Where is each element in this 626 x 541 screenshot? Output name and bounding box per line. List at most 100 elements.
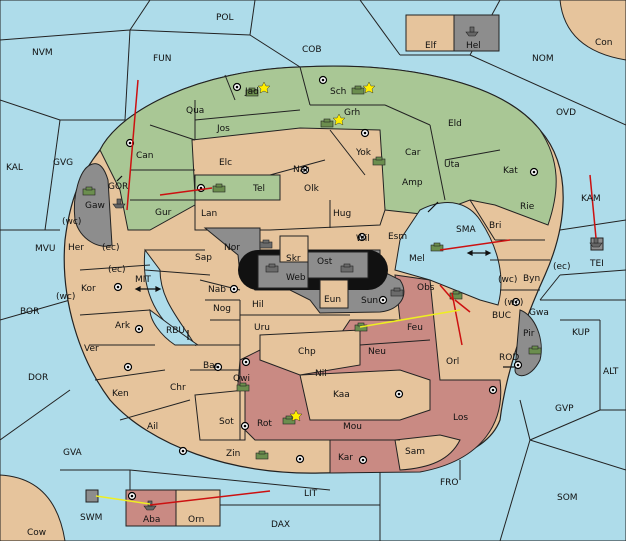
tank-icon[interactable] — [212, 183, 226, 193]
star-icon — [257, 81, 271, 94]
label-elf: Elf — [425, 41, 437, 51]
supply-centers — [113, 75, 539, 501]
label-coast-wc-4: (wc) — [504, 298, 523, 308]
label-cob: COB — [302, 45, 322, 55]
supply-center-icon — [213, 362, 223, 372]
supply-center-icon — [529, 167, 539, 177]
province-sma[interactable] — [394, 202, 502, 306]
tank-icon[interactable] — [265, 263, 279, 273]
tank-icon[interactable] — [82, 186, 96, 196]
label-sot: Sot — [219, 417, 234, 427]
ship-icon[interactable] — [465, 26, 479, 37]
tank-icon[interactable] — [236, 382, 250, 392]
label-nar: Nar — [293, 165, 309, 175]
tank-icon[interactable] — [320, 118, 334, 128]
province-orn[interactable] — [175, 489, 221, 527]
label-bri: Bri — [489, 221, 501, 231]
supply-center-icon — [318, 75, 328, 85]
label-buc: BUC — [492, 311, 511, 321]
supply-center-icon — [240, 421, 250, 431]
tank-icon[interactable] — [282, 415, 296, 425]
province-skr[interactable] — [279, 235, 309, 263]
province-eun[interactable] — [319, 279, 349, 309]
label-rie: Rie — [520, 202, 535, 212]
tank-icon[interactable] — [245, 87, 259, 97]
label-car: Car — [405, 148, 421, 158]
label-con: Con — [595, 38, 613, 48]
ship-icon[interactable] — [112, 198, 126, 209]
label-gaw: Gaw — [85, 201, 105, 211]
label-dor: DOR — [28, 373, 48, 383]
tank-icon[interactable] — [372, 156, 386, 166]
label-kar: Kar — [338, 453, 353, 463]
label-chr: Chr — [170, 383, 186, 393]
label-nab: Nab — [208, 285, 226, 295]
label-ost: Ost — [317, 257, 333, 267]
label-her: Her — [68, 243, 84, 253]
label-aba: Aba — [143, 515, 160, 525]
internal-borders — [79, 66, 550, 441]
label-neu: Neu — [368, 347, 386, 357]
label-nog: Nog — [213, 304, 231, 314]
label-obs: Obs — [417, 283, 435, 293]
label-olk: Olk — [304, 184, 320, 194]
tank-icon[interactable] — [340, 263, 354, 273]
label-sun: Sun — [361, 296, 378, 306]
province-gaw[interactable] — [73, 163, 113, 247]
label-mou: Mou — [343, 422, 362, 432]
province-elf[interactable] — [405, 14, 455, 52]
province-sot[interactable] — [194, 389, 246, 441]
orders — [95, 79, 597, 506]
supply-center-icon — [232, 82, 242, 92]
province-pir[interactable] — [514, 309, 542, 377]
label-wil: Wil — [356, 234, 370, 244]
province-rbu[interactable] — [149, 308, 200, 346]
supply-center-icon — [113, 282, 123, 292]
label-rbu: RBU — [166, 326, 185, 336]
label-lit: LIT — [304, 489, 318, 499]
connection-arrows — [116, 175, 515, 368]
label-tei: TEI — [589, 259, 604, 269]
label-fun: FUN — [153, 54, 172, 64]
label-eun: Eun — [324, 295, 341, 305]
label-qua: Qua — [186, 106, 204, 116]
label-orl: Orl — [446, 357, 459, 367]
tank-icon[interactable] — [528, 345, 542, 355]
supply-center-icon — [178, 446, 188, 456]
label-kaa: Kaa — [333, 390, 350, 400]
supply-center-icon — [357, 232, 367, 242]
supply-center-icon — [241, 357, 251, 367]
label-los: Los — [453, 413, 468, 423]
label-fro: FRO — [440, 478, 459, 488]
supply-center-icon — [125, 138, 135, 148]
label-swm: SWM — [80, 513, 102, 523]
supply-center-icon — [378, 295, 388, 305]
supply-center-icon — [123, 362, 133, 372]
tank-icon[interactable] — [259, 239, 273, 249]
province-tel[interactable] — [194, 174, 281, 201]
tank-icon[interactable] — [354, 322, 368, 332]
label-nom: NOM — [532, 54, 554, 64]
province-kaa[interactable] — [299, 369, 431, 421]
province-sam[interactable] — [394, 434, 461, 471]
label-mel: Mel — [409, 254, 425, 264]
label-feu: Feu — [407, 323, 423, 333]
label-kor: Kor — [81, 284, 96, 294]
supply-center-icon — [513, 360, 523, 370]
label-amp: Amp — [402, 178, 423, 188]
label-jad: Jad — [244, 87, 259, 97]
label-gur: Gur — [155, 208, 172, 218]
label-mit: MIT — [135, 275, 151, 285]
tank-icon[interactable] — [430, 242, 444, 252]
tank-icon[interactable] — [351, 85, 365, 95]
label-mvu: MVU — [35, 244, 56, 254]
label-ail: Ail — [147, 422, 158, 432]
province-chp[interactable] — [259, 329, 361, 376]
label-hug: Hug — [333, 209, 351, 219]
tank-icon[interactable] — [390, 287, 404, 297]
units — [82, 26, 603, 511]
tank-icon[interactable] — [255, 450, 269, 460]
label-web: Web — [286, 273, 306, 283]
